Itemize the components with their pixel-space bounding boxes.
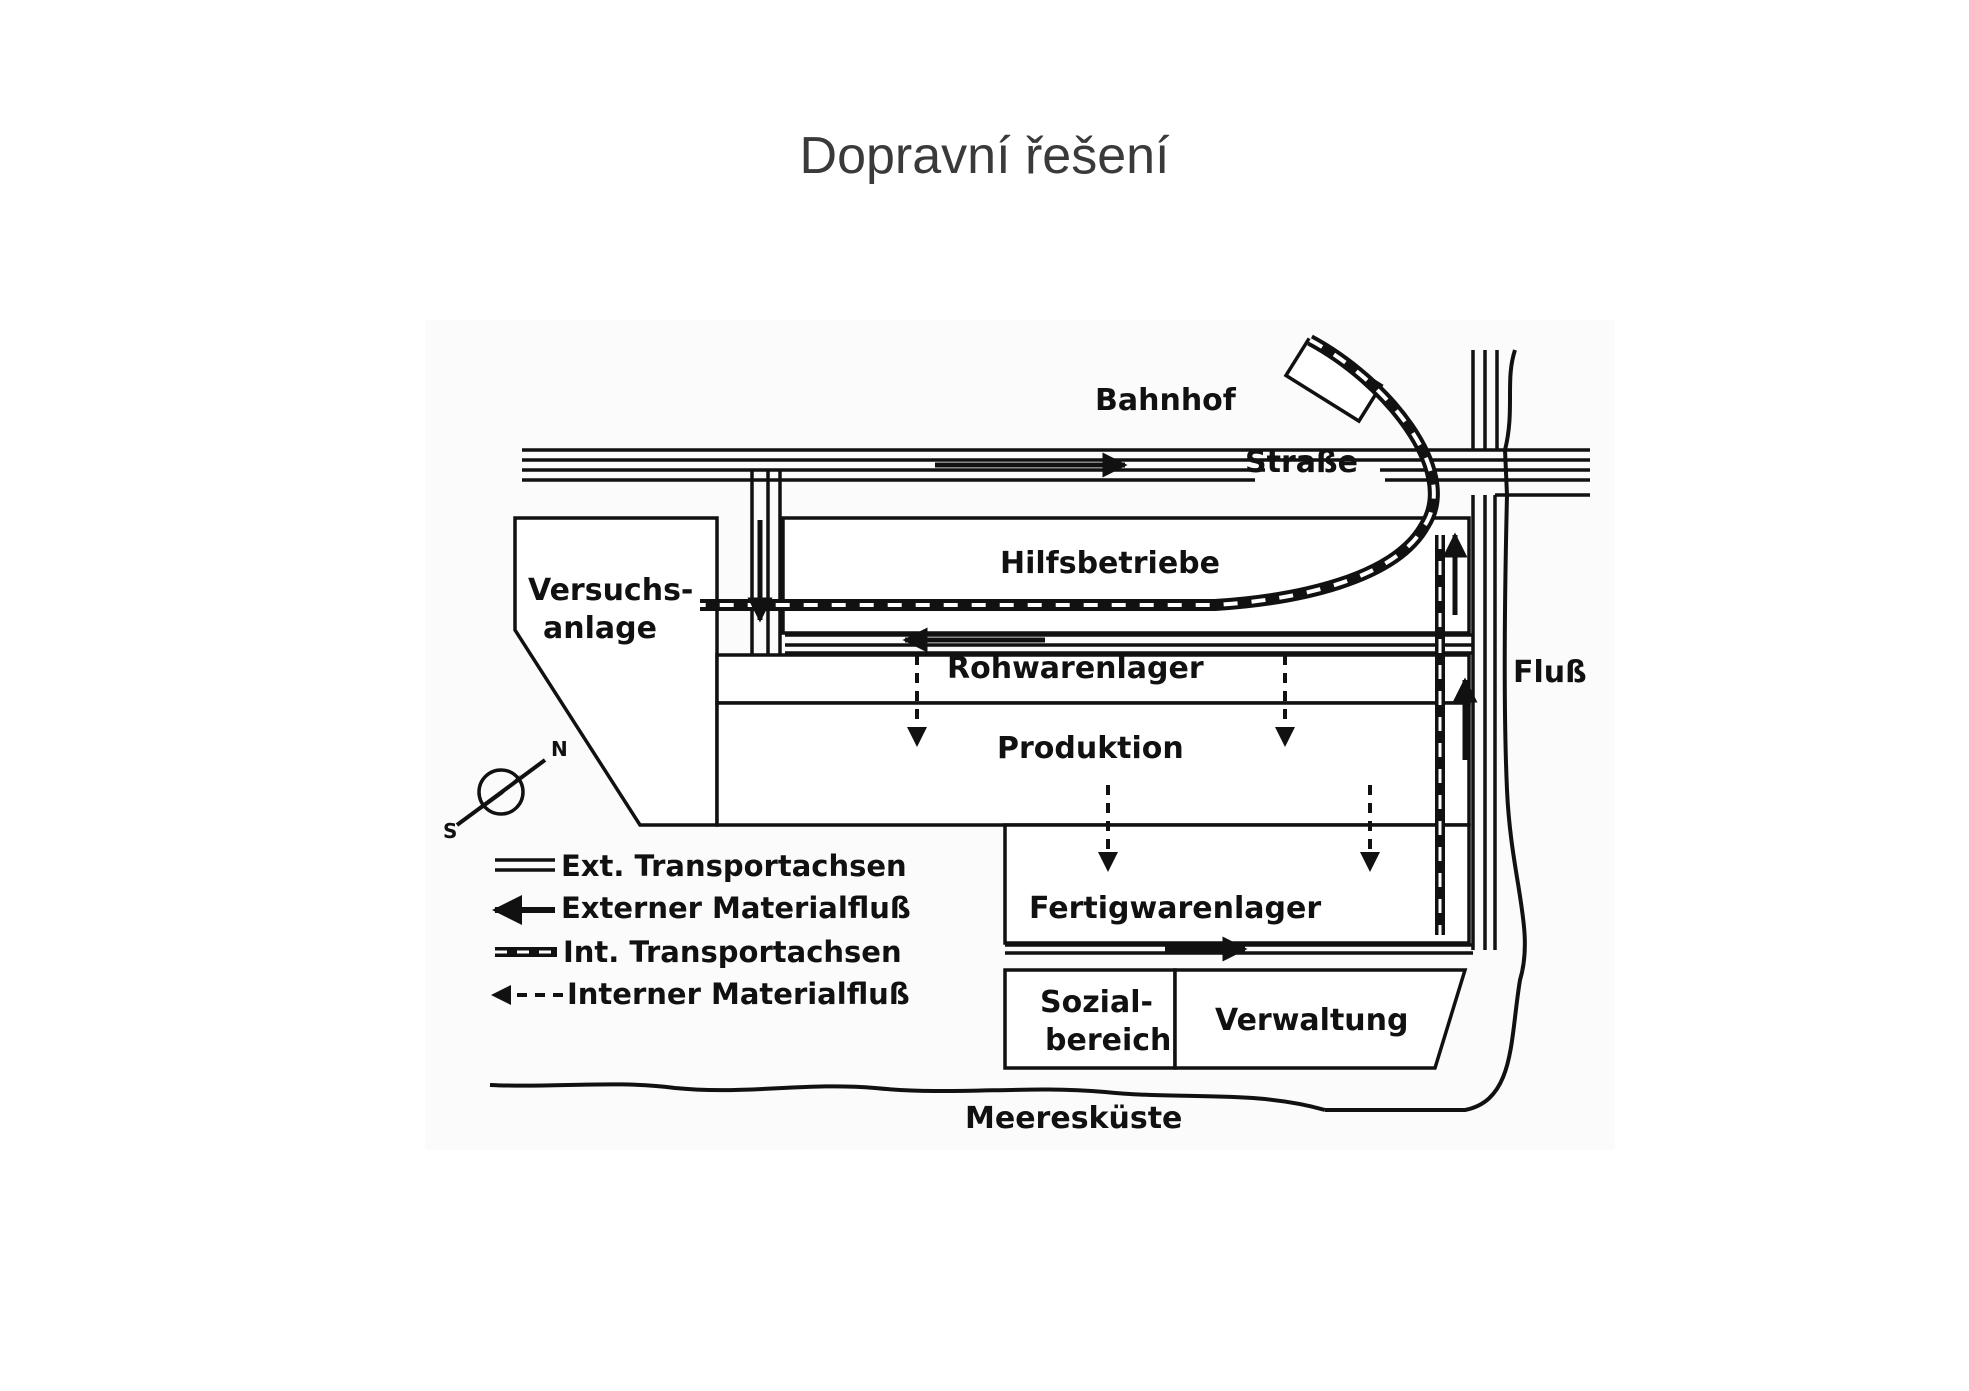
- sozialbereich-building: [1003, 968, 1177, 1070]
- compass-icon: N S: [443, 737, 568, 843]
- internal-flow-arrows: [907, 655, 1380, 872]
- meereskueste-label: Meeresküste: [965, 1101, 1182, 1136]
- sozialbereich-label-line2: bereich: [1045, 1023, 1171, 1058]
- road-network: [522, 350, 1590, 955]
- diagram-canvas: N S Bahnhof Straße Hilfsbetriebe Versuch…: [425, 320, 1615, 1150]
- rail-track-dashes: [700, 338, 1436, 607]
- fluss-label: Fluß: [1513, 655, 1587, 690]
- sozialbereich-label-line1: Sozial-: [1040, 985, 1153, 1020]
- coastline: [489, 1082, 1326, 1112]
- versuchsanlage-building: [513, 516, 719, 827]
- legend-item: Ext. Transportachsen: [495, 849, 907, 883]
- river-line: [1325, 349, 1527, 1112]
- versuchsanlage-label-line1: Versuchs-: [528, 573, 693, 608]
- compass-north-label: N: [551, 737, 568, 761]
- hilfsbetriebe-label: Hilfsbetriebe: [1000, 546, 1220, 581]
- verwaltung-label: Verwaltung: [1215, 1003, 1409, 1038]
- strasse-label: Straße: [1245, 445, 1358, 480]
- legend-label: Int. Transportachsen: [563, 935, 902, 969]
- legend: Ext. Transportachsen Externer Materialfl…: [491, 849, 911, 1011]
- legend-label: Interner Materialfluß: [567, 977, 910, 1011]
- versuchsanlage-label-line2: anlage: [543, 611, 657, 646]
- legend-label: Ext. Transportachsen: [561, 849, 907, 883]
- produktion-building: [715, 701, 1471, 827]
- legend-item: Externer Materialfluß: [492, 891, 911, 925]
- legend-item: Int. Transportachsen: [495, 935, 902, 969]
- verwaltung-building: [1173, 968, 1468, 1070]
- fertigwarenlager-label: Fertigwarenlager: [1029, 891, 1321, 926]
- bahnhof-label: Bahnhof: [1095, 383, 1237, 418]
- page-title: Dopravní řešení: [799, 127, 1170, 185]
- external-flow-arrows: [747, 452, 1478, 962]
- rohwarenlager-label: Rohwarenlager: [947, 651, 1204, 686]
- fertigwarenlager-building: [1003, 823, 1471, 945]
- legend-item: Interner Materialfluß: [491, 977, 910, 1011]
- compass-south-label: S: [443, 819, 457, 843]
- plant-layout-diagram: N S Bahnhof Straße Hilfsbetriebe Versuch…: [425, 320, 1615, 1150]
- legend-label: Externer Materialfluß: [561, 891, 911, 925]
- double-line-icon: [495, 858, 555, 872]
- produktion-label: Produktion: [997, 731, 1184, 766]
